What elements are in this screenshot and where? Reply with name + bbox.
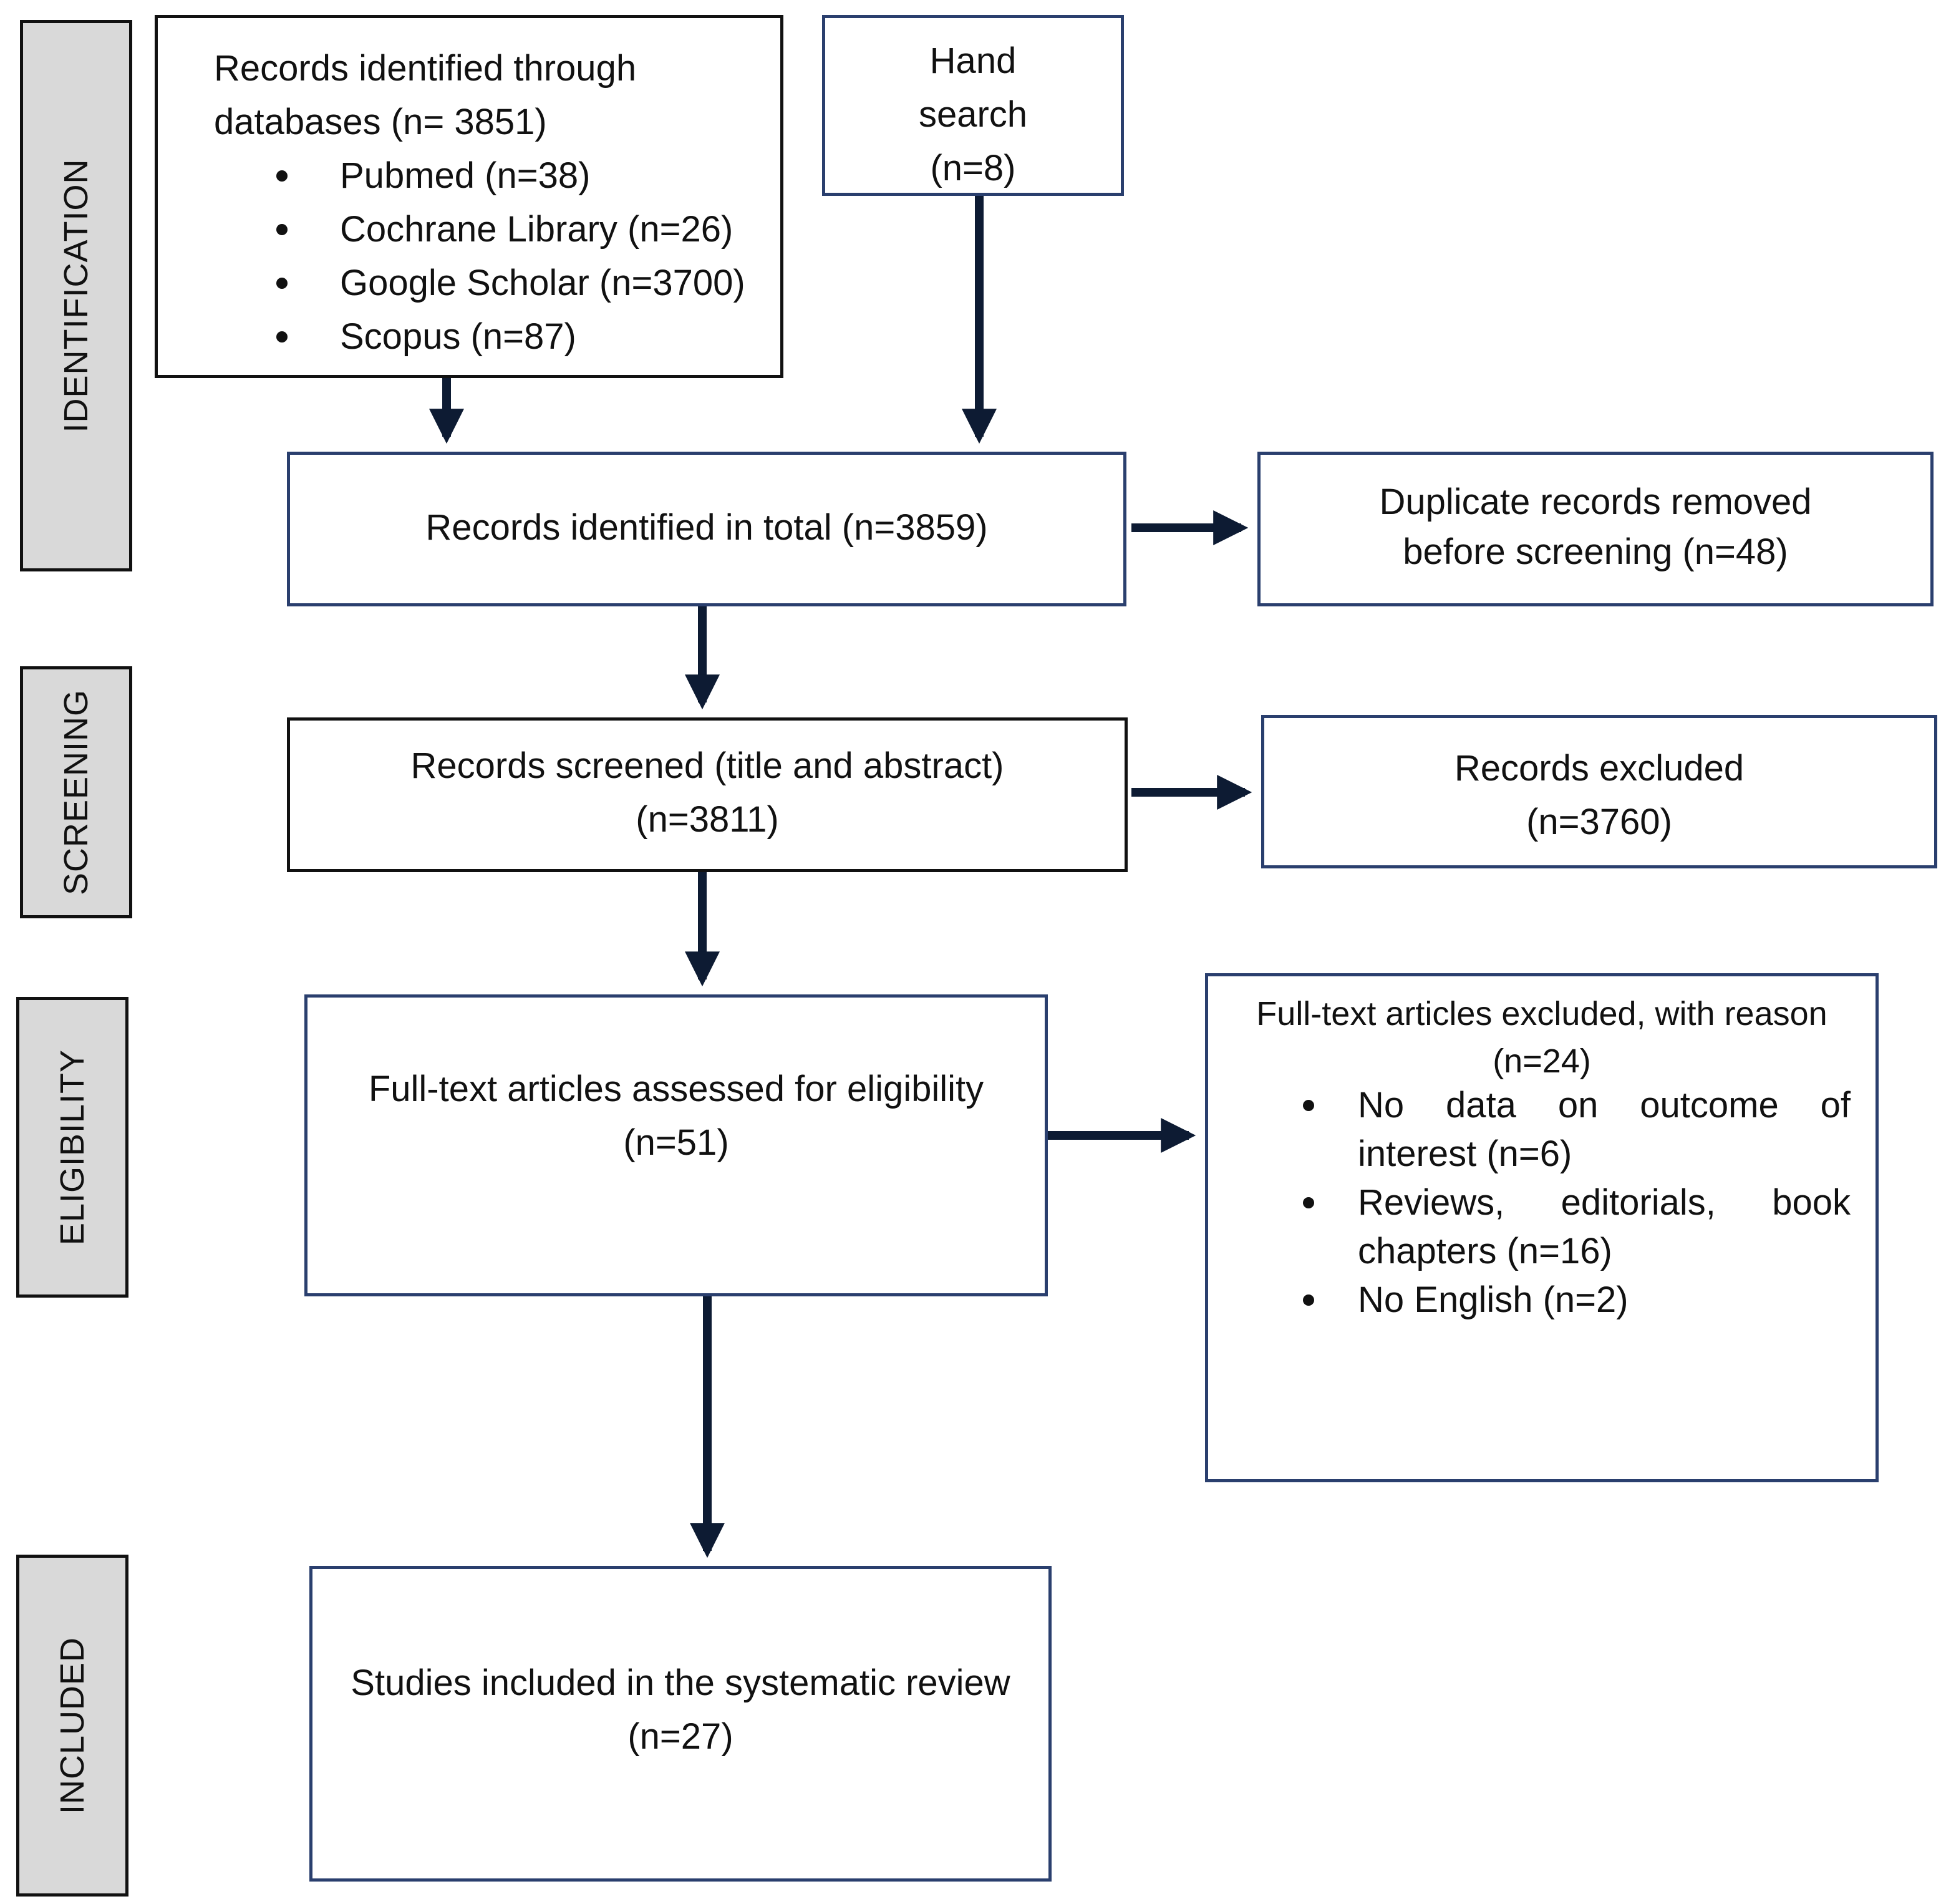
fulltext-excluded-title-line1: Full-text articles excluded, with reason	[1256, 995, 1827, 1032]
included-line1: Studies included in the systematic revie…	[351, 1663, 1010, 1703]
hand-search-box: Hand search (n=8)	[822, 15, 1124, 196]
excluded-line2: (n=3760)	[1526, 802, 1672, 842]
database-source-item: Pubmed (n=38)	[276, 149, 745, 203]
databases-box: Records identified through databases (n=…	[155, 15, 783, 378]
included-line2: (n=27)	[627, 1716, 733, 1757]
database-source-item: Google Scholar (n=3700)	[276, 256, 745, 310]
screened-line2: (n=3811)	[636, 799, 779, 840]
exclusion-reason-item: No data on outcome of interest (n=6)	[1303, 1081, 1851, 1178]
excluded-line1: Records excluded	[1454, 748, 1745, 789]
screened-line1: Records screened (title and abstract)	[410, 746, 1004, 786]
fulltext-excluded-box: Full-text articles excluded, with reason…	[1205, 973, 1879, 1482]
databases-title-line2: databases (n= 3851)	[214, 102, 547, 142]
database-source-item: Scopus (n=87)	[276, 310, 745, 364]
duplicates-line1: Duplicate records removed	[1379, 482, 1812, 522]
fulltext-assessed-box: Full-text articles assessed for eligibil…	[304, 994, 1048, 1296]
exclusion-reason-list: No data on outcome of interest (n=6) Rev…	[1303, 1081, 1851, 1324]
phase-included: INCLUDED	[16, 1555, 128, 1897]
records-excluded-box: Records excluded (n=3760)	[1261, 715, 1937, 868]
phase-identification: IDENTIFICATION	[20, 20, 132, 571]
databases-title-line1: Records identified through	[214, 48, 637, 89]
exclusion-reason-item: No English (n=2)	[1303, 1276, 1851, 1324]
phase-eligibility: ELIGIBILITY	[16, 997, 128, 1298]
studies-included-box: Studies included in the systematic revie…	[309, 1566, 1052, 1882]
fulltext-line2: (n=51)	[623, 1122, 729, 1163]
exclusion-reason-item: Reviews, editorials, book chapters (n=16…	[1303, 1178, 1851, 1276]
database-source-list: Pubmed (n=38) Cochrane Library (n=26) Go…	[276, 149, 745, 364]
database-source-item: Cochrane Library (n=26)	[276, 203, 745, 256]
total-records-box: Records identified in total (n=3859)	[287, 452, 1126, 606]
hand-search-line3: (n=8)	[930, 148, 1016, 188]
fulltext-line1: Full-text articles assessed for eligibil…	[368, 1069, 984, 1109]
phase-screening: SCREENING	[20, 666, 132, 918]
total-records-text: Records identified in total (n=3859)	[425, 507, 988, 548]
fulltext-excluded-title-line2: (n=24)	[1493, 1042, 1591, 1080]
hand-search-line2: search	[918, 94, 1028, 135]
duplicates-line2: before screening (n=48)	[1403, 532, 1788, 572]
hand-search-line1: Hand	[929, 41, 1017, 81]
duplicates-removed-box: Duplicate records removed before screeni…	[1257, 452, 1934, 606]
records-screened-box: Records screened (title and abstract) (n…	[287, 717, 1128, 872]
